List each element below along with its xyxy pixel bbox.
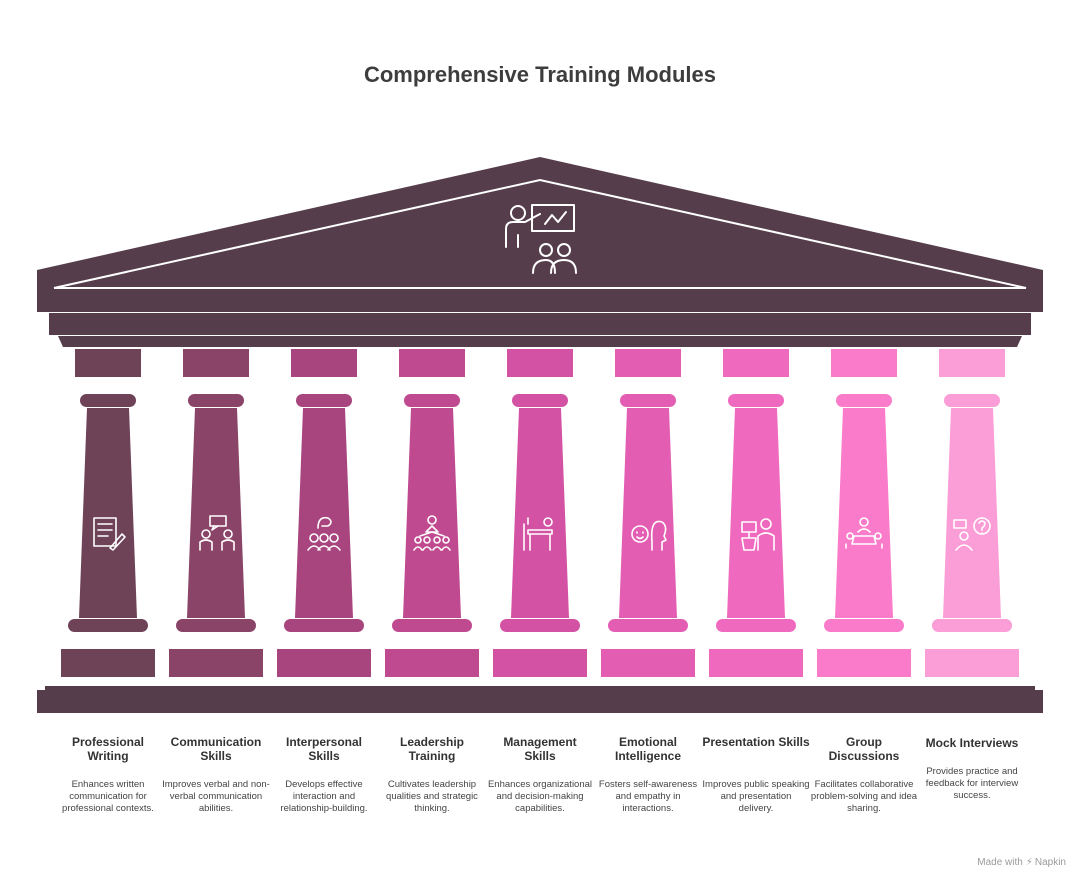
made-with-text: Made with — [977, 857, 1023, 868]
column-2 — [169, 349, 263, 677]
temple-base-step — [45, 686, 1035, 692]
handshake-group-icon — [307, 516, 341, 551]
module-description: Enhances written communication for profe… — [62, 779, 154, 814]
roof-lower-beam — [58, 336, 1022, 347]
module-name: Interpersonal Skills — [285, 735, 363, 763]
desk-manager-icon — [523, 517, 553, 551]
module-name: Communication Skills — [170, 735, 262, 763]
conversation-icon — [199, 515, 235, 551]
module-description: Provides practice and feedback for inter… — [925, 766, 1019, 801]
napkin-logo-icon: ⚡ — [1025, 857, 1033, 868]
column-7 — [709, 349, 803, 677]
emotion-head-icon — [631, 520, 667, 551]
roof-inner-line — [53, 178, 1027, 289]
column-1 — [61, 349, 155, 677]
roof-beam — [49, 313, 1031, 335]
module-description: Facilitates collaborative problem-solvin… — [810, 779, 918, 814]
column-8 — [817, 349, 911, 677]
column-6 — [601, 349, 695, 677]
napkin-brand: Napkin — [1034, 857, 1066, 868]
column-4 — [385, 349, 479, 677]
column-5 — [493, 349, 587, 677]
module-name: Leadership Training — [399, 735, 465, 763]
leader-team-icon — [413, 515, 451, 551]
column-3 — [277, 349, 371, 677]
group-table-icon — [845, 517, 883, 549]
presentation-audience-icon — [505, 204, 577, 274]
podium-speaker-icon — [741, 518, 775, 551]
document-writing-icon — [93, 517, 126, 551]
module-name: Presentation Skills — [702, 735, 810, 749]
module-name: Management Skills — [503, 735, 577, 763]
temple-base — [37, 690, 1043, 713]
roof-pediment — [37, 157, 1043, 312]
column-9 — [925, 349, 1019, 677]
interview-question-icon — [953, 517, 991, 551]
module-description: Improves public speaking and presentatio… — [702, 779, 810, 814]
module-description: Cultivates leadership qualities and stra… — [386, 779, 478, 814]
temple-roof — [37, 157, 1043, 347]
module-description: Fosters self-awareness and empathy in in… — [598, 779, 698, 814]
module-name: Emotional Intelligence — [614, 735, 682, 763]
temple-columns — [61, 349, 1019, 677]
module-description: Develops effective interaction and relat… — [280, 779, 368, 814]
diagram-title: Comprehensive Training Modules — [363, 62, 717, 87]
module-name: Mock Interviews — [925, 736, 1019, 750]
napkin-watermark: Made with⚡Napkin — [977, 857, 1066, 868]
module-description: Improves verbal and non-verbal communica… — [162, 779, 270, 814]
module-name: Group Discussions — [828, 735, 900, 763]
module-name: Professional Writing — [71, 735, 145, 763]
module-description: Enhances organizational and decision-mak… — [487, 779, 593, 814]
